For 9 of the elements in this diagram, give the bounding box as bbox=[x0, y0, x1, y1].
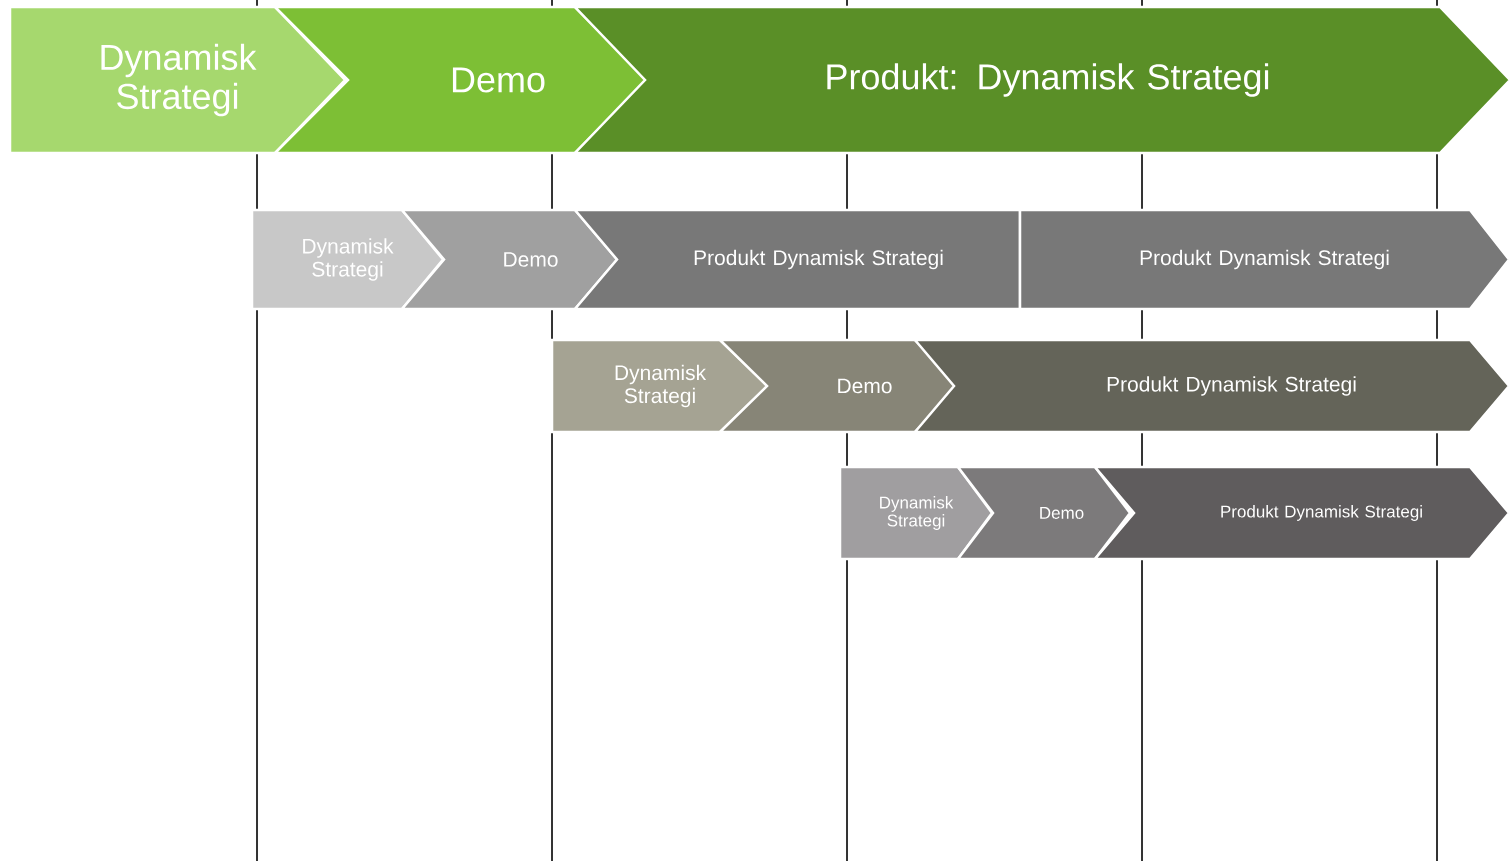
process-step-banner: Demo bbox=[272, 5, 650, 155]
process-step-banner: Produkt Dynamisk Strategi bbox=[912, 338, 1509, 434]
process-step-banner: Produkt: Dynamisk Strategi bbox=[572, 5, 1509, 155]
process-step-banner: Produkt Dynamisk Strategi bbox=[1092, 465, 1509, 561]
process-step-banner: Produkt Dynamisk Strategi bbox=[572, 208, 1022, 311]
process-step-banner: Demo bbox=[716, 338, 964, 434]
process-step-banner: Demo bbox=[399, 208, 619, 311]
process-step-banner: Produkt Dynamisk Strategi bbox=[1018, 208, 1509, 311]
process-step-banner: Demo bbox=[955, 465, 1132, 561]
